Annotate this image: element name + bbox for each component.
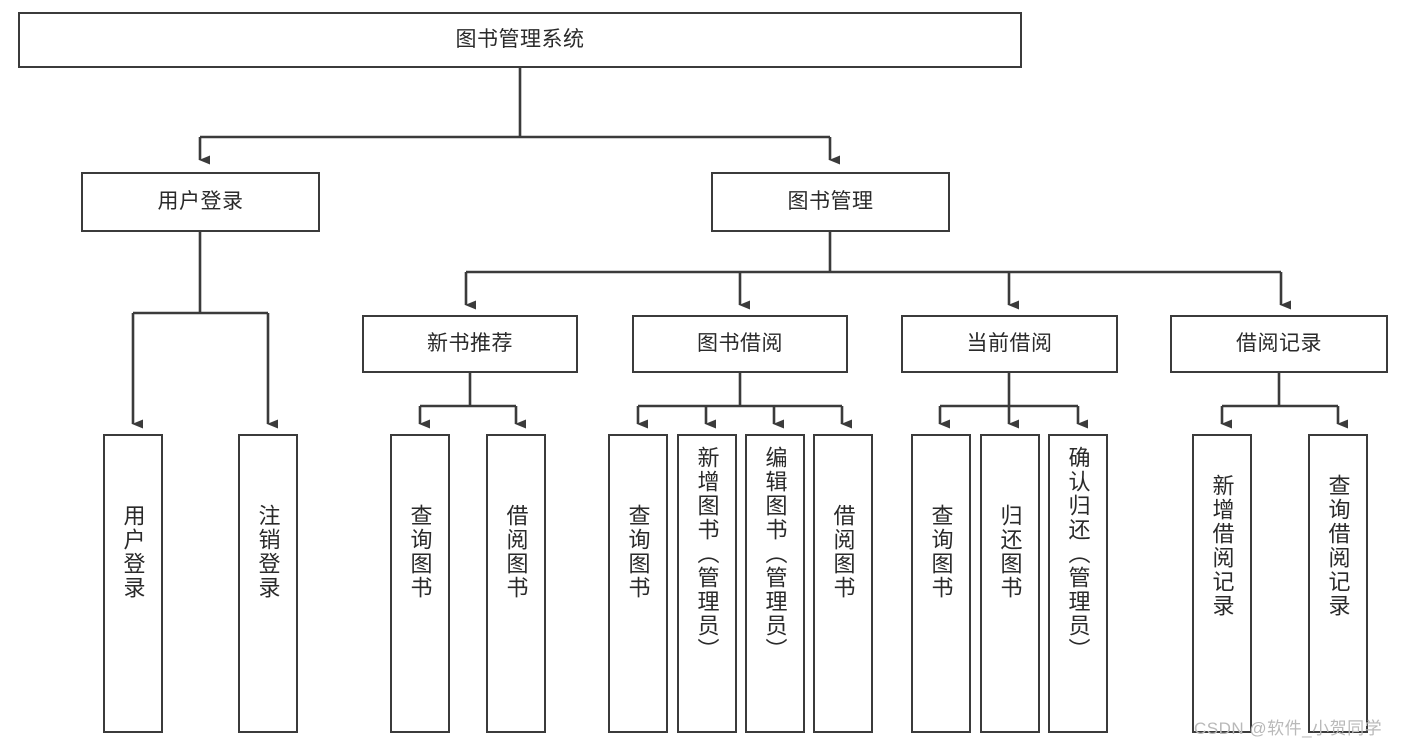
- node-label: 查询图书: [928, 504, 954, 600]
- csdn-watermark: CSDN @软件_小贺同学: [1194, 719, 1383, 738]
- node-book-management[interactable]: 图书管理: [711, 172, 950, 232]
- node-leaf-user-login[interactable]: 用户登录: [103, 434, 163, 733]
- connector-group-new-book: [418, 373, 526, 429]
- node-label: 新书推荐: [427, 332, 513, 356]
- connector-group-book-manage: [464, 232, 1291, 310]
- node-current-borrow[interactable]: 当前借阅: [901, 315, 1118, 373]
- node-leaf-logout[interactable]: 注销登录: [238, 434, 298, 733]
- connector-group-current-borrow: [938, 373, 1088, 429]
- node-borrow-record[interactable]: 借阅记录: [1170, 315, 1388, 373]
- node-label: 查询图书: [625, 504, 651, 600]
- node-leaf-add-borrow-record[interactable]: 新增借阅记录: [1192, 434, 1252, 733]
- node-label: 新增图书（管理员）: [694, 446, 720, 662]
- node-leaf-confirm-return-admin[interactable]: 确认归还（管理员）: [1048, 434, 1108, 733]
- node-label: 图书管理系统: [455, 28, 585, 52]
- connector-group-root: [198, 68, 840, 165]
- node-label: 借阅图书: [503, 504, 529, 600]
- node-leaf-query-borrow-record[interactable]: 查询借阅记录: [1308, 434, 1368, 733]
- node-label: 查询图书: [407, 504, 433, 600]
- node-root-system[interactable]: 图书管理系统: [18, 12, 1022, 68]
- node-new-book-recommend[interactable]: 新书推荐: [362, 315, 578, 373]
- node-label: 用户登录: [120, 504, 146, 600]
- node-label: 图书借阅: [697, 332, 783, 356]
- node-label: 图书管理: [787, 190, 874, 214]
- node-leaf-borrow-book-recommend[interactable]: 借阅图书: [486, 434, 546, 733]
- node-label: 确认归还（管理员）: [1065, 446, 1091, 662]
- node-leaf-return-book[interactable]: 归还图书: [980, 434, 1040, 733]
- node-leaf-query-book-current[interactable]: 查询图书: [911, 434, 971, 733]
- node-label: 归还图书: [997, 504, 1023, 600]
- node-leaf-edit-book-admin[interactable]: 编辑图书（管理员）: [745, 434, 805, 733]
- node-label: 新增借阅记录: [1209, 474, 1235, 618]
- node-book-borrow[interactable]: 图书借阅: [632, 315, 848, 373]
- node-label: 借阅记录: [1236, 332, 1322, 356]
- node-leaf-query-book-borrow[interactable]: 查询图书: [608, 434, 668, 733]
- connector-group-book-borrow: [636, 373, 852, 429]
- node-label: 用户登录: [157, 190, 244, 214]
- connector-group-user-login: [131, 232, 278, 429]
- node-label: 注销登录: [255, 504, 281, 600]
- node-label: 编辑图书（管理员）: [762, 446, 788, 662]
- node-leaf-query-book-recommend[interactable]: 查询图书: [390, 434, 450, 733]
- node-label: 当前借阅: [966, 332, 1053, 356]
- node-leaf-add-book-admin[interactable]: 新增图书（管理员）: [677, 434, 737, 733]
- node-user-login[interactable]: 用户登录: [81, 172, 320, 232]
- connector-group-borrow-record: [1220, 373, 1348, 429]
- node-label: 查询借阅记录: [1325, 474, 1351, 618]
- node-leaf-borrow-book[interactable]: 借阅图书: [813, 434, 873, 733]
- node-label: 借阅图书: [830, 504, 856, 600]
